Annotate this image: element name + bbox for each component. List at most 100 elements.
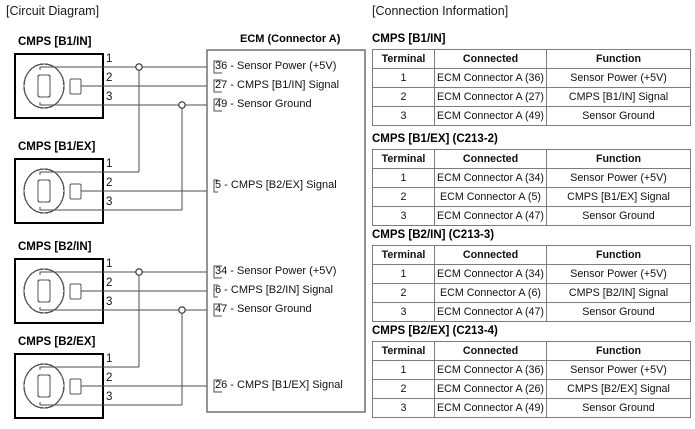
cell-terminal: 3 xyxy=(372,106,435,126)
pin-number-b2in-2: 2 xyxy=(106,277,113,289)
connector-label-b1ex: CMPS [B1/EX] xyxy=(18,141,96,153)
cell-function: CMPS [B2/IN] Signal xyxy=(546,283,691,303)
connector-label-b1in: CMPS [B1/IN] xyxy=(18,36,92,48)
table-row: 3 ECM Connector A (47) Sensor Ground xyxy=(372,206,691,226)
table-row: 3 ECM Connector A (47) Sensor Ground xyxy=(372,302,691,322)
pin-number-b2ex-2: 2 xyxy=(106,372,113,384)
table-row: 2 ECM Connector A (27) CMPS [B1/IN] Sign… xyxy=(372,87,691,107)
pin-number-b1in-3: 3 xyxy=(106,91,113,103)
cell-terminal: 2 xyxy=(372,187,435,207)
cell-terminal: 2 xyxy=(372,379,435,399)
ecm-pin-49: 49 - Sensor Ground xyxy=(215,98,312,110)
cell-connected: ECM Connector A (34) xyxy=(434,168,547,188)
table-title-b2ex: CMPS [B2/EX] (C213-4) xyxy=(372,325,498,337)
ecm-pin-6: 6 - CMPS [B2/IN] Signal xyxy=(215,284,333,296)
col-connected: Connected xyxy=(434,341,547,361)
col-function: Function xyxy=(546,49,691,69)
cell-connected: ECM Connector A (27) xyxy=(434,87,547,107)
table-title-b1ex: CMPS [B1/EX] (C213-2) xyxy=(372,133,498,145)
connection-information-title: [Connection Information] xyxy=(372,4,509,18)
cell-connected: ECM Connector A (36) xyxy=(434,360,547,380)
table-row: 2 ECM Connector A (26) CMPS [B2/EX] Sign… xyxy=(372,379,691,399)
table-header-row: Terminal Connected Function xyxy=(372,149,691,169)
cell-function: Sensor Power (+5V) xyxy=(546,168,691,188)
col-terminal: Terminal xyxy=(372,245,435,265)
col-function: Function xyxy=(546,341,691,361)
ecm-pin-47: 47 - Sensor Ground xyxy=(215,303,312,315)
pin-number-b1ex-3: 3 xyxy=(106,196,113,208)
cell-terminal: 2 xyxy=(372,283,435,303)
circuit-wiring-svg xyxy=(14,49,366,419)
cell-terminal: 3 xyxy=(372,398,435,418)
col-connected: Connected xyxy=(434,49,547,69)
connection-table-b2ex: Terminal Connected Function 1 ECM Connec… xyxy=(372,341,691,418)
col-connected: Connected xyxy=(434,245,547,265)
table-title-b2in: CMPS [B2/IN] (C213-3) xyxy=(372,229,495,241)
table-header-row: Terminal Connected Function xyxy=(372,49,691,69)
connection-table-b1in: Terminal Connected Function 1 ECM Connec… xyxy=(372,49,691,126)
pin-number-b2ex-1: 1 xyxy=(106,353,113,365)
cell-function: Sensor Ground xyxy=(546,302,691,322)
table-row: 1 ECM Connector A (34) Sensor Power (+5V… xyxy=(372,264,691,284)
pin-number-b1in-1: 1 xyxy=(106,53,113,65)
pin-number-b2ex-3: 3 xyxy=(106,391,113,403)
cell-connected: ECM Connector A (34) xyxy=(434,264,547,284)
connector-label-b2ex: CMPS [B2/EX] xyxy=(18,336,96,348)
cell-terminal: 1 xyxy=(372,168,435,188)
cell-connected: ECM Connector A (47) xyxy=(434,302,547,322)
connection-table-b2in: Terminal Connected Function 1 ECM Connec… xyxy=(372,245,691,322)
col-connected: Connected xyxy=(434,149,547,169)
cell-function: Sensor Power (+5V) xyxy=(546,264,691,284)
connection-table-b1ex: Terminal Connected Function 1 ECM Connec… xyxy=(372,149,691,226)
cell-function: CMPS [B1/EX] Signal xyxy=(546,187,691,207)
ecm-pin-terminals xyxy=(213,60,222,393)
cell-connected: ECM Connector A (47) xyxy=(434,206,547,226)
cell-function: Sensor Ground xyxy=(546,206,691,226)
col-terminal: Terminal xyxy=(372,149,435,169)
cell-function: Sensor Power (+5V) xyxy=(546,68,691,88)
col-function: Function xyxy=(546,149,691,169)
table-row: 3 ECM Connector A (49) Sensor Ground xyxy=(372,106,691,126)
cell-terminal: 1 xyxy=(372,264,435,284)
table-row: 1 ECM Connector A (36) Sensor Power (+5V… xyxy=(372,68,691,88)
cell-connected: ECM Connector A (5) xyxy=(434,187,547,207)
connector-label-b2in: CMPS [B2/IN] xyxy=(18,241,92,253)
ecm-pin-34: 34 - Sensor Power (+5V) xyxy=(215,265,337,277)
cell-connected: ECM Connector A (36) xyxy=(434,68,547,88)
cell-terminal: 1 xyxy=(372,360,435,380)
cell-terminal: 2 xyxy=(372,87,435,107)
table-row: 1 ECM Connector A (36) Sensor Power (+5V… xyxy=(372,360,691,380)
cell-connected: ECM Connector A (49) xyxy=(434,106,547,126)
ecm-pin-26: 26 - CMPS [B1/EX] Signal xyxy=(215,379,343,391)
cell-function: Sensor Power (+5V) xyxy=(546,360,691,380)
ecm-pin-27: 27 - CMPS [B1/IN] Signal xyxy=(215,79,340,91)
table-row: 3 ECM Connector A (49) Sensor Ground xyxy=(372,398,691,418)
cell-function: CMPS [B2/EX] Signal xyxy=(546,379,691,399)
table-row: 1 ECM Connector A (34) Sensor Power (+5V… xyxy=(372,168,691,188)
ecm-pin-36: 36 - Sensor Power (+5V) xyxy=(215,60,337,72)
circuit-diagram: CMPS [B1/IN] CMPS [B1/EX] CMPS [B2/IN] C… xyxy=(14,33,366,419)
table-row: 2 ECM Connector A (5) CMPS [B1/EX] Signa… xyxy=(372,187,691,207)
cell-function: CMPS [B1/IN] Signal xyxy=(546,87,691,107)
wire-junction-nodes xyxy=(135,63,186,314)
circuit-diagram-title: [Circuit Diagram] xyxy=(6,4,100,18)
pin-number-b2in-1: 1 xyxy=(106,258,113,270)
table-header-row: Terminal Connected Function xyxy=(372,245,691,265)
cell-function: Sensor Ground xyxy=(546,398,691,418)
cell-terminal: 1 xyxy=(372,68,435,88)
col-terminal: Terminal xyxy=(372,341,435,361)
pin-number-b2in-3: 3 xyxy=(106,296,113,308)
table-header-row: Terminal Connected Function xyxy=(372,341,691,361)
ecm-pin-5: 5 - CMPS [B2/EX] Signal xyxy=(215,179,337,191)
cell-function: Sensor Ground xyxy=(546,106,691,126)
table-row: 2 ECM Connector A (6) CMPS [B2/IN] Signa… xyxy=(372,283,691,303)
col-function: Function xyxy=(546,245,691,265)
col-terminal: Terminal xyxy=(372,49,435,69)
table-title-b1in: CMPS [B1/IN] xyxy=(372,33,446,45)
ecm-connector-box xyxy=(206,49,366,413)
ecm-connector-label: ECM (Connector A) xyxy=(240,33,341,45)
pin-number-b1ex-2: 2 xyxy=(106,177,113,189)
cell-connected: ECM Connector A (26) xyxy=(434,379,547,399)
cell-terminal: 3 xyxy=(372,302,435,322)
cell-connected: ECM Connector A (6) xyxy=(434,283,547,303)
